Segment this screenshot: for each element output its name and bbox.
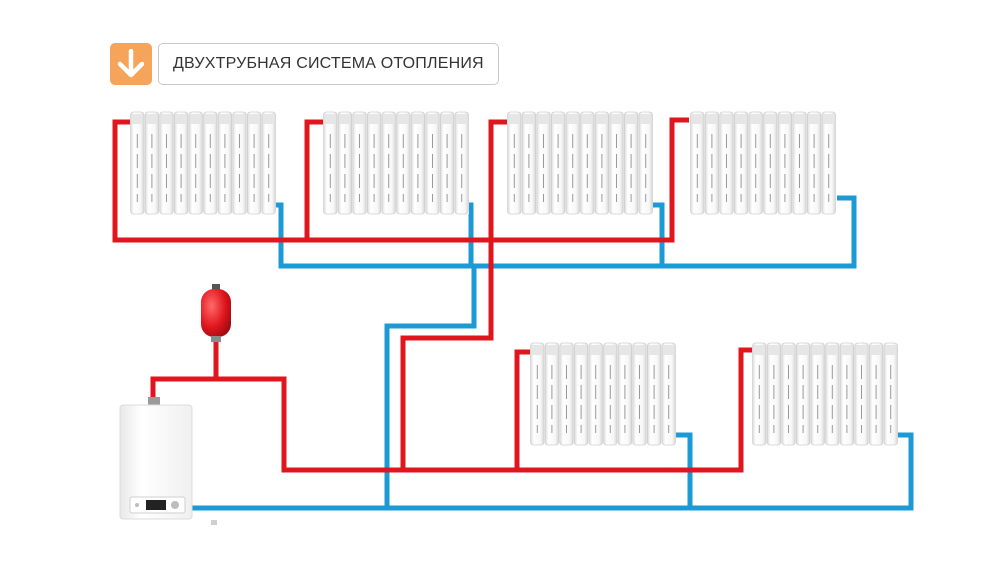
return-pipe (190, 195, 914, 511)
radiator-section-cap (884, 345, 897, 355)
radiator-section-cap (455, 114, 468, 124)
radiator-section-cap (782, 345, 795, 355)
radiator-section-cap (662, 345, 675, 355)
radiator-section-cap (826, 345, 839, 355)
radiator-section-cap (720, 114, 733, 124)
radiator-section-cap (189, 114, 202, 124)
radiator-section-cap (822, 114, 835, 124)
radiator-section-cap (426, 114, 439, 124)
radiator-lower-2 (752, 342, 898, 446)
radiator-section-cap (382, 114, 395, 124)
radiator-upper-1 (130, 111, 276, 215)
radiator-section-cap (339, 114, 351, 124)
radiator-section-cap (531, 345, 544, 355)
radiator-section-cap (870, 345, 882, 355)
radiator-upper-4 (690, 111, 836, 215)
radiator-section-cap (855, 345, 868, 355)
radiator-section-cap (160, 114, 173, 124)
radiator-section-cap (131, 114, 144, 124)
radiator-section-cap (581, 114, 594, 124)
radiator-section-cap (324, 114, 337, 124)
radiator-section-cap (248, 114, 260, 124)
radiator-section-cap (604, 345, 617, 355)
radiator-section-cap (811, 345, 824, 355)
radiator-section-cap (589, 345, 602, 355)
radiator-section-cap (768, 345, 780, 355)
expansion-tank (201, 284, 231, 342)
radiator-section-cap (753, 345, 766, 355)
radiator-section-cap (764, 114, 777, 124)
radiator-section-cap (412, 114, 424, 124)
arrow-down-icon (117, 49, 145, 78)
radiator-section-cap (793, 114, 806, 124)
radiator-section-cap (749, 114, 762, 124)
radiator-section-cap (560, 345, 573, 355)
radiator-section-cap (146, 114, 158, 124)
radiator-section-cap (546, 345, 558, 355)
radiator-section-cap (219, 114, 231, 124)
radiator-section-cap (779, 114, 791, 124)
page-title: ДВУХТРУБНАЯ СИСТЕМА ОТОПЛЕНИЯ (158, 43, 499, 85)
radiator-section-cap (566, 114, 579, 124)
radiator-section-cap (262, 114, 275, 124)
radiator-section-cap (368, 114, 380, 124)
radiator-section-cap (841, 345, 853, 355)
radiator-lower-1 (530, 342, 676, 446)
radiator-section-cap (353, 114, 366, 124)
radiator-section-cap (204, 114, 217, 124)
radiator-section-cap (397, 114, 410, 124)
header-arrow-badge (110, 43, 152, 85)
radiator-section-cap (537, 114, 550, 124)
radiator-section-cap (706, 114, 718, 124)
radiator-section-cap (523, 114, 535, 124)
radiator-section-cap (441, 114, 453, 124)
radiator-section-cap (508, 114, 521, 124)
radiator-section-cap (808, 114, 820, 124)
radiator-section-cap (619, 345, 631, 355)
radiator-section-cap (552, 114, 564, 124)
radiator-section-cap (625, 114, 637, 124)
supply-pipe (112, 117, 757, 473)
radiator-upper-3 (507, 111, 653, 215)
radiator-upper-2 (323, 111, 469, 215)
radiator-section-cap (639, 114, 652, 124)
radiator-section-cap (648, 345, 660, 355)
radiator-section-cap (575, 345, 587, 355)
radiator-section-cap (735, 114, 747, 124)
radiator-section-cap (610, 114, 623, 124)
radiator-section-cap (233, 114, 246, 124)
radiator-section-cap (596, 114, 608, 124)
radiator-section-cap (797, 345, 809, 355)
radiator-section-cap (175, 114, 187, 124)
boiler (119, 397, 217, 525)
radiator-section-cap (691, 114, 704, 124)
radiator-section-cap (633, 345, 646, 355)
